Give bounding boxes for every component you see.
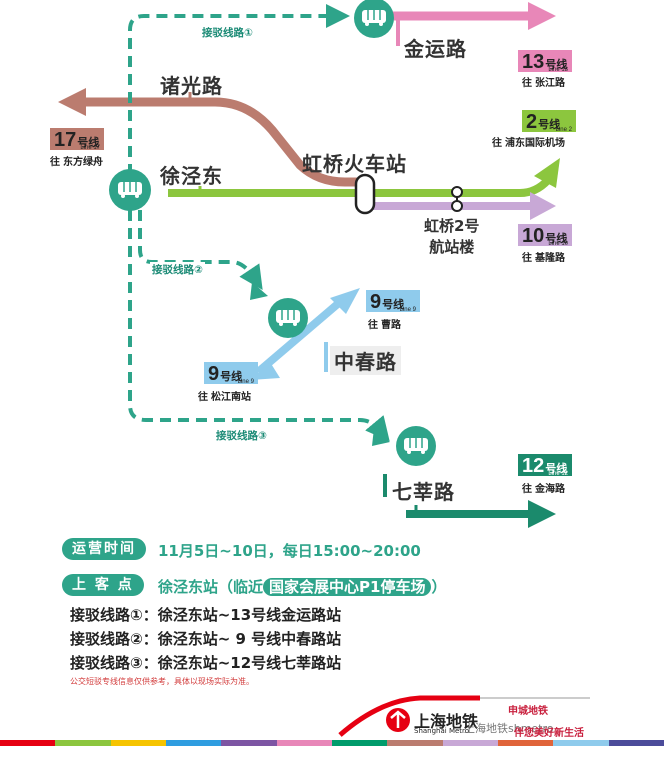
operation-time-label: 运营时间 <box>62 538 146 560</box>
footer-color-segment <box>276 740 332 746</box>
footer-color-bar <box>0 740 664 746</box>
station-jinyun: 金运路 <box>404 37 467 61</box>
bus-icon <box>109 169 151 211</box>
footer-slogan-1: 申城地铁 <box>508 706 548 717</box>
line-12-track <box>383 474 556 528</box>
footer-color-segment <box>331 740 388 746</box>
station-hongqiao-t2: 虹桥2号 航站楼 <box>424 216 479 258</box>
line-9-destination-caolu: 往曹路 <box>368 320 401 331</box>
footer-color-segment <box>0 740 56 746</box>
footer-color-segment <box>110 740 166 746</box>
footer-color-segment <box>221 740 277 746</box>
line-17-track <box>58 88 363 187</box>
footer-color-segment <box>387 740 443 746</box>
hongqiao-railway-interchange <box>354 173 376 215</box>
station-zhongchun: 中春路 <box>330 346 401 375</box>
route-list-item-3: 接驳线路③：徐泾东站~12号线七莘路站 <box>70 654 342 672</box>
shuttle-route-1-label: 接驳线路① <box>200 25 255 40</box>
line-17-destination: 往东方绿舟 <box>50 157 103 168</box>
bus-icon <box>354 0 394 38</box>
footer-color-segment <box>165 740 222 746</box>
footer-brand-en: Shanghai Metro <box>414 727 470 735</box>
footer-color-segment <box>442 740 498 746</box>
station-xujing-east: 徐泾东 <box>160 164 223 188</box>
route-list-item-2: 接驳线路②：徐泾东站~ 9 号线中春路站 <box>70 630 342 648</box>
hongqiao-t2-node-l10 <box>451 200 463 212</box>
line-9-destination-songjiang: 往松江南站 <box>198 392 251 403</box>
station-hongqiao-t2-line2: 航站楼 <box>429 238 475 256</box>
boarding-point-value: 徐泾东站（临近国家会展中心P1停车场） <box>158 578 447 596</box>
station-hongqiao-railway: 虹桥火车站 <box>302 152 407 176</box>
bus-icon <box>268 298 308 338</box>
footer-slogan-2: 伴您美好新生活 <box>514 728 584 739</box>
boarding-station: 徐泾东站（临近 <box>158 578 264 596</box>
footer-color-segment <box>497 740 554 746</box>
shuttle-route-2-label: 接驳线路② <box>150 262 205 277</box>
footer-color-segment <box>55 740 111 746</box>
operation-time-value: 11月5日~10日，每日15:00~20:00 <box>158 542 421 560</box>
boarding-point-label: 上 客 点 <box>62 574 144 596</box>
line-10-track <box>368 192 556 220</box>
line-10-destination: 往基隆路 <box>522 253 565 264</box>
route-list-item-1: 接驳线路①：徐泾东站~13号线金运路站 <box>70 606 342 624</box>
bus-icon <box>396 426 436 466</box>
line-13-destination: 往张江路 <box>522 78 565 89</box>
footer-brand-cn: 上海地铁 <box>414 712 479 731</box>
disclaimer: 公交短驳专线信息仅供参考，具体以现场实际为准。 <box>70 677 254 686</box>
station-qixin: 七莘路 <box>392 480 455 504</box>
line-13-track <box>378 2 556 46</box>
line-12-destination: 往金海路 <box>522 484 565 495</box>
station-hongqiao-t2-line1: 虹桥2号 <box>424 217 480 235</box>
footer-ribbon <box>338 695 590 737</box>
shuttle-route-3-label: 接驳线路③ <box>214 428 269 443</box>
line-2-track <box>168 158 560 197</box>
boarding-highlight: 国家会展中心P1停车场 <box>263 578 432 596</box>
footer-color-segment <box>608 740 664 746</box>
line-2-destination: 往浦东国际机场 <box>492 138 565 149</box>
watermark: 上海地铁shmetro <box>464 722 554 735</box>
station-zhuguang: 诸光路 <box>160 74 223 98</box>
footer-color-segment <box>553 740 609 746</box>
hongqiao-t2-node-l2 <box>451 186 463 198</box>
